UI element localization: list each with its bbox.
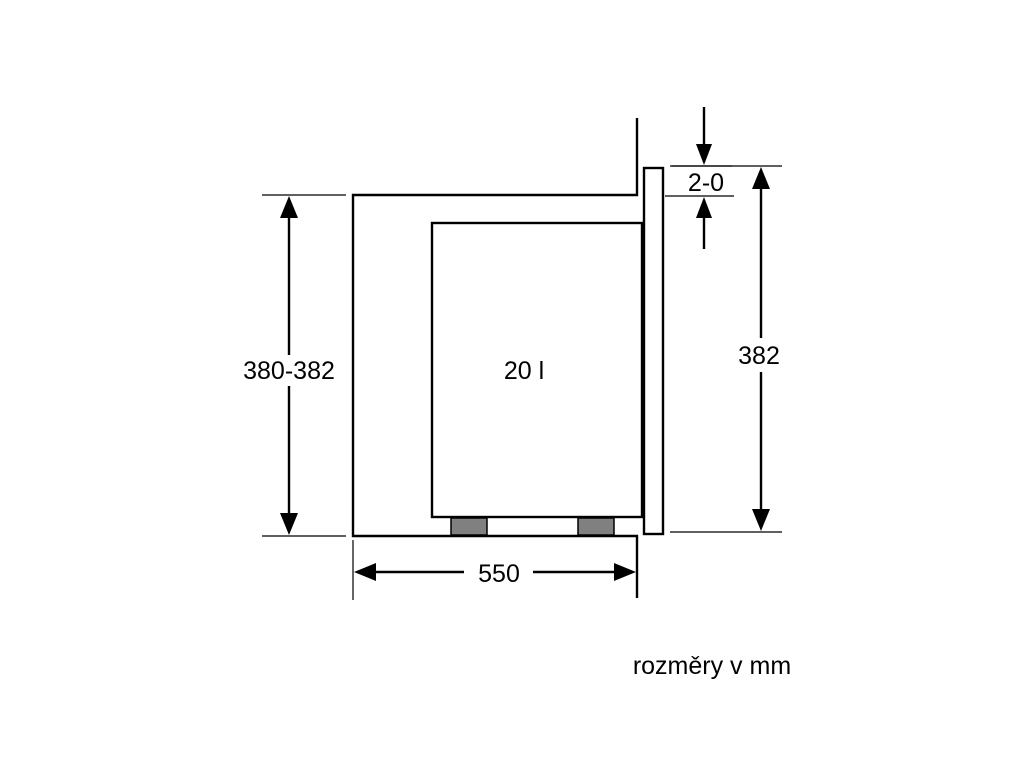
arrowhead-up-icon bbox=[752, 167, 770, 189]
front-panel bbox=[642, 166, 665, 536]
height-right-label: 382 bbox=[738, 342, 780, 370]
arrowhead-down-icon bbox=[752, 509, 770, 531]
units-caption: rozměry v mm bbox=[633, 652, 791, 680]
arrowhead-down-icon bbox=[696, 144, 712, 165]
arrowhead-left-icon bbox=[354, 563, 376, 581]
volume-label: 20 l bbox=[504, 357, 544, 385]
appliance-foot-right bbox=[577, 517, 615, 536]
height-left-label: 380-382 bbox=[243, 357, 335, 385]
appliance-foot-left bbox=[450, 517, 488, 536]
cabinet-niche-outline bbox=[351, 118, 639, 598]
depth-label: 550 bbox=[478, 560, 520, 588]
appliance-body bbox=[430, 221, 644, 519]
arrowhead-up-icon bbox=[280, 196, 298, 218]
gap-label: 2-0 bbox=[688, 169, 724, 197]
arrowhead-up-icon bbox=[696, 197, 712, 218]
arrowhead-down-icon bbox=[280, 513, 298, 535]
arrowhead-right-icon bbox=[614, 563, 636, 581]
